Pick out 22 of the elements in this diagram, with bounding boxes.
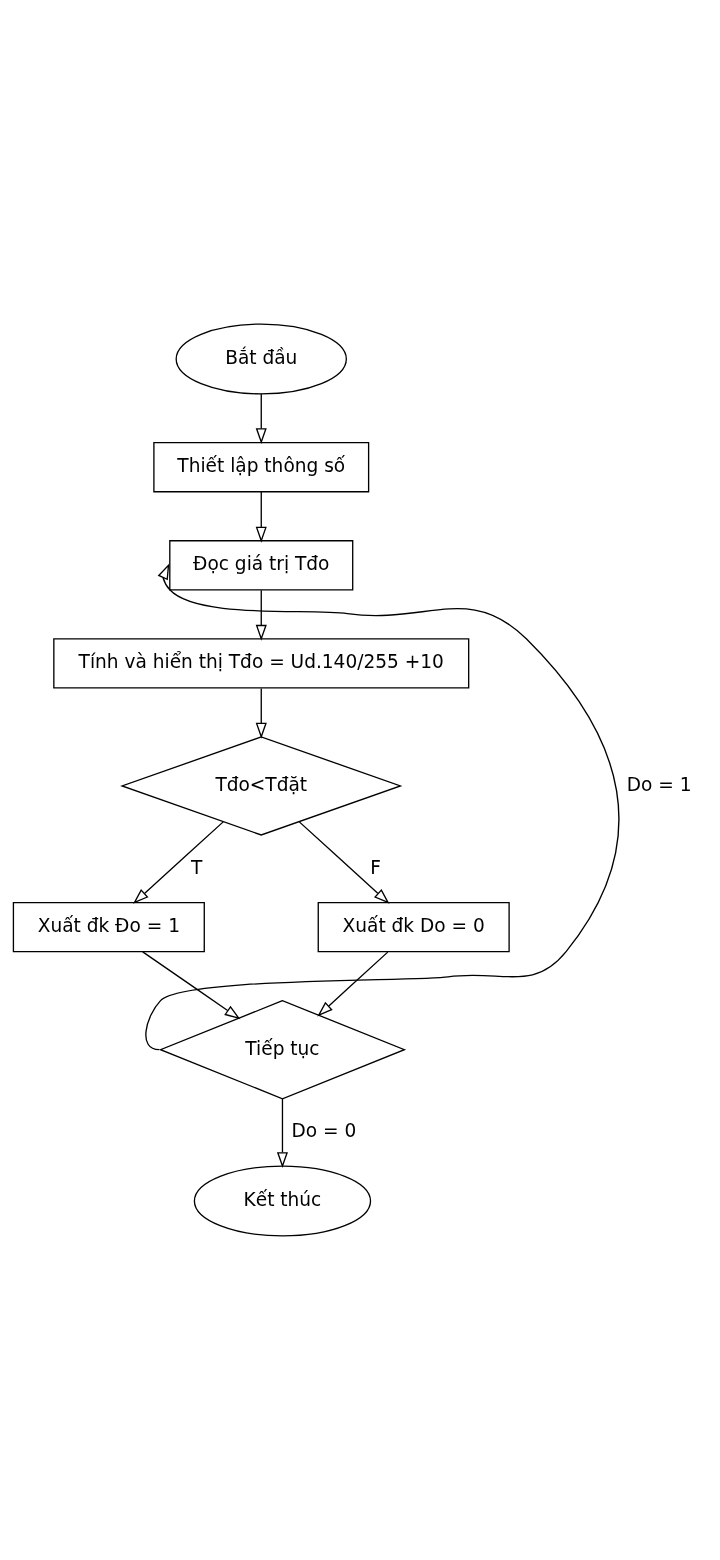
arrow (255, 687, 267, 739)
node-box: Thiết lập thông số (153, 442, 370, 493)
arrow (142, 951, 241, 1020)
edge-label: Do = 1 (626, 773, 692, 795)
node-box: Xuất đk Do = 0 (317, 901, 510, 953)
arrow (145, 563, 620, 1051)
arrow (255, 393, 267, 445)
arrow (133, 821, 224, 904)
arrow (317, 951, 389, 1017)
arrow (255, 491, 267, 543)
edge-label: F (370, 856, 381, 878)
edge-label: Do = 0 (291, 1120, 357, 1142)
node-diamond: Tđo<Tđặt (120, 736, 403, 836)
node-box: Tính và hiển thị Tđo = Ud.140/255 +10 (53, 638, 470, 689)
node-ellipse: Bắt đầu (175, 323, 347, 395)
arrow (276, 1098, 289, 1169)
arrow (298, 821, 390, 904)
node-box: Xuất đk Đo = 1 (12, 901, 205, 953)
arrow (255, 589, 267, 641)
node-box: Đọc giá trị Tđo (169, 540, 354, 591)
node-ellipse: Kết thúc (193, 1165, 372, 1237)
edge-label: T (191, 856, 203, 878)
